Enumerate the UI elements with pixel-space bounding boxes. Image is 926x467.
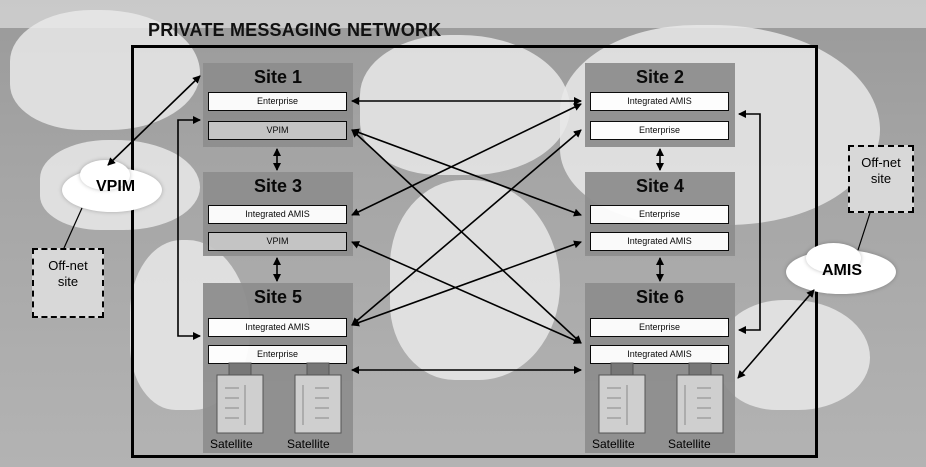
site-1-label: Site 1	[253, 67, 303, 87]
map-top-band	[0, 0, 926, 28]
link-site1-site5-loop	[177, 116, 201, 340]
link-site5-site4	[351, 240, 582, 327]
server-panel-lines	[225, 385, 711, 425]
satellite-label-site5-b: Satellite	[287, 437, 330, 451]
link-site1-site6	[351, 129, 582, 344]
site-3-label: Site 3	[253, 176, 303, 196]
site-4-label: Site 4	[635, 176, 685, 196]
site-5-label: Site 5	[253, 287, 303, 307]
server-icon	[216, 362, 724, 434]
satellite-label-site6-a: Satellite	[592, 437, 635, 451]
site-4: Site 4 Enterprise Integrated AMIS	[585, 172, 735, 256]
site-6-integrated-amis-box: Integrated AMIS	[590, 345, 729, 364]
link-site3-site6	[351, 241, 582, 344]
site-1-enterprise-box: Enterprise	[208, 92, 347, 111]
site-3-vpim-box: VPIM	[208, 232, 347, 251]
amis-cloud-puff	[806, 243, 861, 273]
site-4-enterprise-box: Enterprise	[590, 205, 729, 224]
vpim-cloud-label: VPIM	[96, 178, 136, 195]
site-6-enterprise-box: Enterprise	[590, 318, 729, 337]
amis-to-offnet-line	[857, 212, 871, 251]
link-site2-site6-loop	[738, 110, 761, 334]
link-site6-amis-cloud	[737, 289, 815, 379]
site-2-integrated-amis-box: Integrated AMIS	[590, 92, 729, 111]
off-net-left-line1: Off-net	[48, 258, 88, 273]
link-site1-vpim-cloud	[107, 75, 201, 166]
satellite-label-site5-a: Satellite	[210, 437, 253, 451]
site-3-integrated-amis-box: Integrated AMIS	[208, 205, 347, 224]
off-net-site-right: Off-net site	[848, 145, 914, 213]
off-net-right-line2: site	[870, 171, 892, 186]
diagram-title: PRIVATE MESSAGING NETWORK	[148, 20, 442, 40]
site-5-integrated-amis-box: Integrated AMIS	[208, 318, 347, 337]
site-2-enterprise-box: Enterprise	[590, 121, 729, 140]
site-2: Site 2 Integrated AMIS Enterprise	[585, 63, 735, 147]
off-net-right-line1: Off-net	[861, 155, 901, 170]
site-1: Site 1 Enterprise VPIM	[203, 63, 353, 147]
link-site1-site4	[351, 128, 582, 217]
off-net-left-line2: site	[57, 274, 79, 289]
site-2-label: Site 2	[635, 67, 685, 87]
vpim-to-offnet-line	[63, 207, 83, 249]
satellite-label-site6-b: Satellite	[668, 437, 711, 451]
site-1-vpim-box: VPIM	[208, 121, 347, 140]
site-6-label: Site 6	[635, 287, 685, 307]
site-3: Site 3 Integrated AMIS VPIM	[203, 172, 353, 256]
amis-cloud-label: AMIS	[822, 262, 862, 279]
site-5-enterprise-box: Enterprise	[208, 345, 347, 364]
off-net-site-left: Off-net site	[32, 248, 104, 318]
site-4-integrated-amis-box: Integrated AMIS	[590, 232, 729, 251]
